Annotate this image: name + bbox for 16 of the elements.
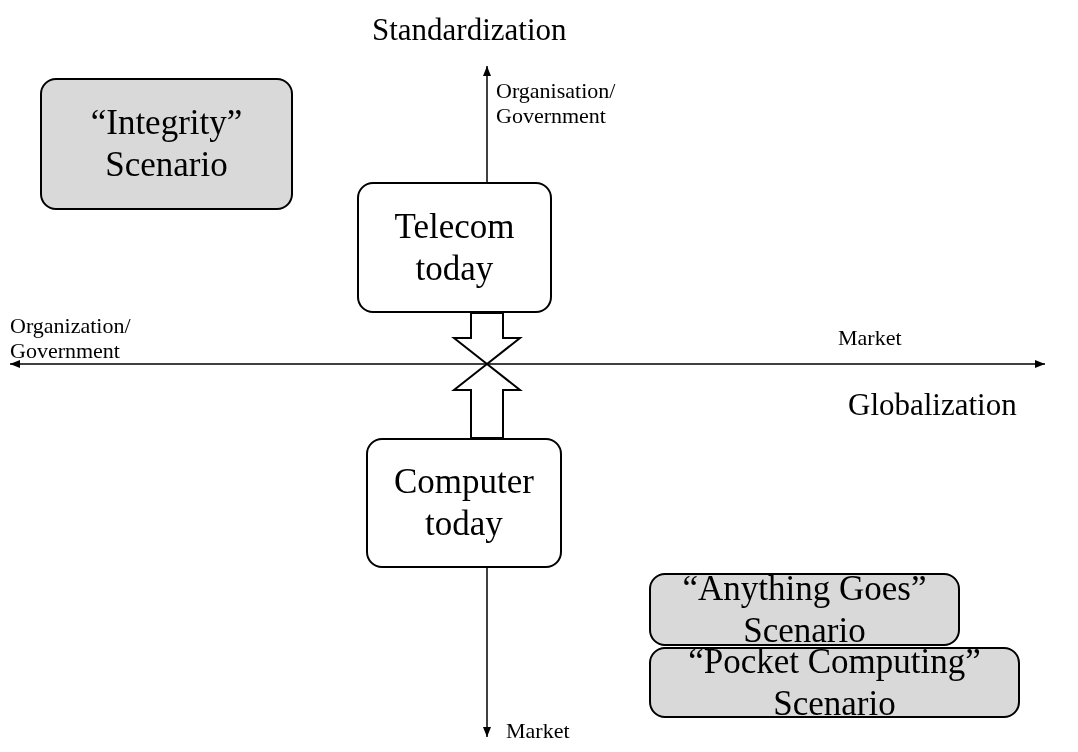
axis-label: Market: [506, 718, 571, 744]
block-arrow: [451, 362, 523, 439]
scenario-box: [40, 78, 293, 210]
box-text: Computer today: [393, 461, 535, 545]
scenario-box: [649, 647, 1020, 718]
axis-title: Globalization: [848, 387, 1018, 423]
box-text: “Integrity” Scenario: [89, 102, 244, 186]
box-text: Telecom today: [393, 205, 516, 290]
axis-label: Market: [838, 325, 903, 351]
axis-label: Organization/ Government: [10, 313, 132, 364]
axis-label: Organisation/ Government: [496, 78, 617, 129]
block-arrow: [451, 312, 523, 366]
process-box: [357, 182, 552, 313]
process-box: [366, 438, 562, 568]
axis-title: Standardization: [372, 12, 568, 48]
scenario-box: [649, 573, 960, 646]
